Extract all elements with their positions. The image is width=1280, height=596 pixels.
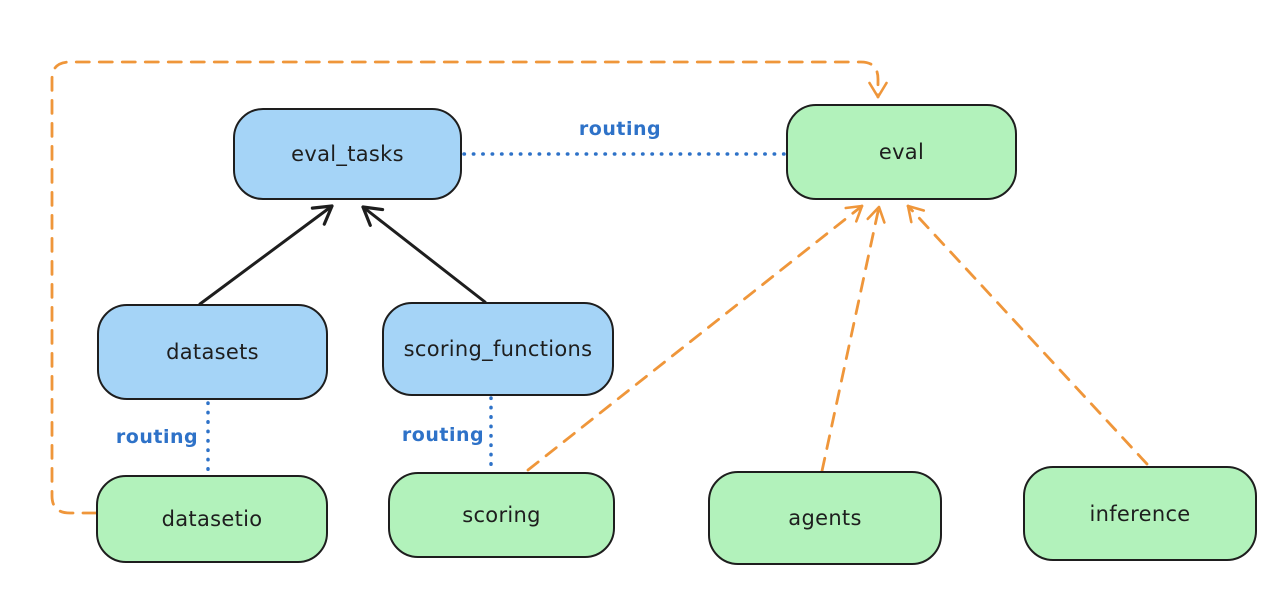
node-agents-label: agents	[788, 506, 862, 530]
node-scoring-functions: scoring_functions	[382, 299, 614, 396]
node-scoring-label: scoring	[462, 503, 541, 527]
node-inference: inference	[1023, 463, 1257, 561]
edge-scoring-functions-to-eval-tasks-arrow	[361, 205, 487, 304]
node-inference-label: inference	[1089, 501, 1191, 526]
routing-label-datasets-datasetio: routing	[115, 426, 199, 448]
node-agents: agents	[708, 468, 942, 565]
node-datasetio-label: datasetio	[161, 507, 263, 531]
node-eval-tasks: eval_tasks	[233, 105, 462, 200]
node-datasets-label: datasets	[166, 340, 259, 364]
node-eval-label: eval	[878, 140, 925, 164]
node-eval: eval	[786, 101, 1017, 200]
edge-datasets-to-eval-tasks-arrow	[198, 204, 334, 306]
node-datasetio: datasetio	[96, 472, 328, 563]
edge-inference-to-eval-arrow	[906, 204, 1149, 466]
node-eval-tasks-label: eval_tasks	[291, 142, 404, 166]
routing-label-eval-tasks-eval: routing	[578, 118, 662, 140]
node-scoring-functions-label: scoring_functions	[403, 337, 593, 361]
node-datasets: datasets	[97, 301, 328, 400]
edge-scoring-to-eval-arrow	[526, 204, 864, 472]
edge-agents-to-eval-arrow	[820, 205, 886, 473]
edge-datasetio-to-eval-arrow	[50, 60, 888, 515]
routing-label-scoring-functions-scoring: routing	[401, 424, 485, 446]
node-scoring: scoring	[388, 469, 615, 558]
